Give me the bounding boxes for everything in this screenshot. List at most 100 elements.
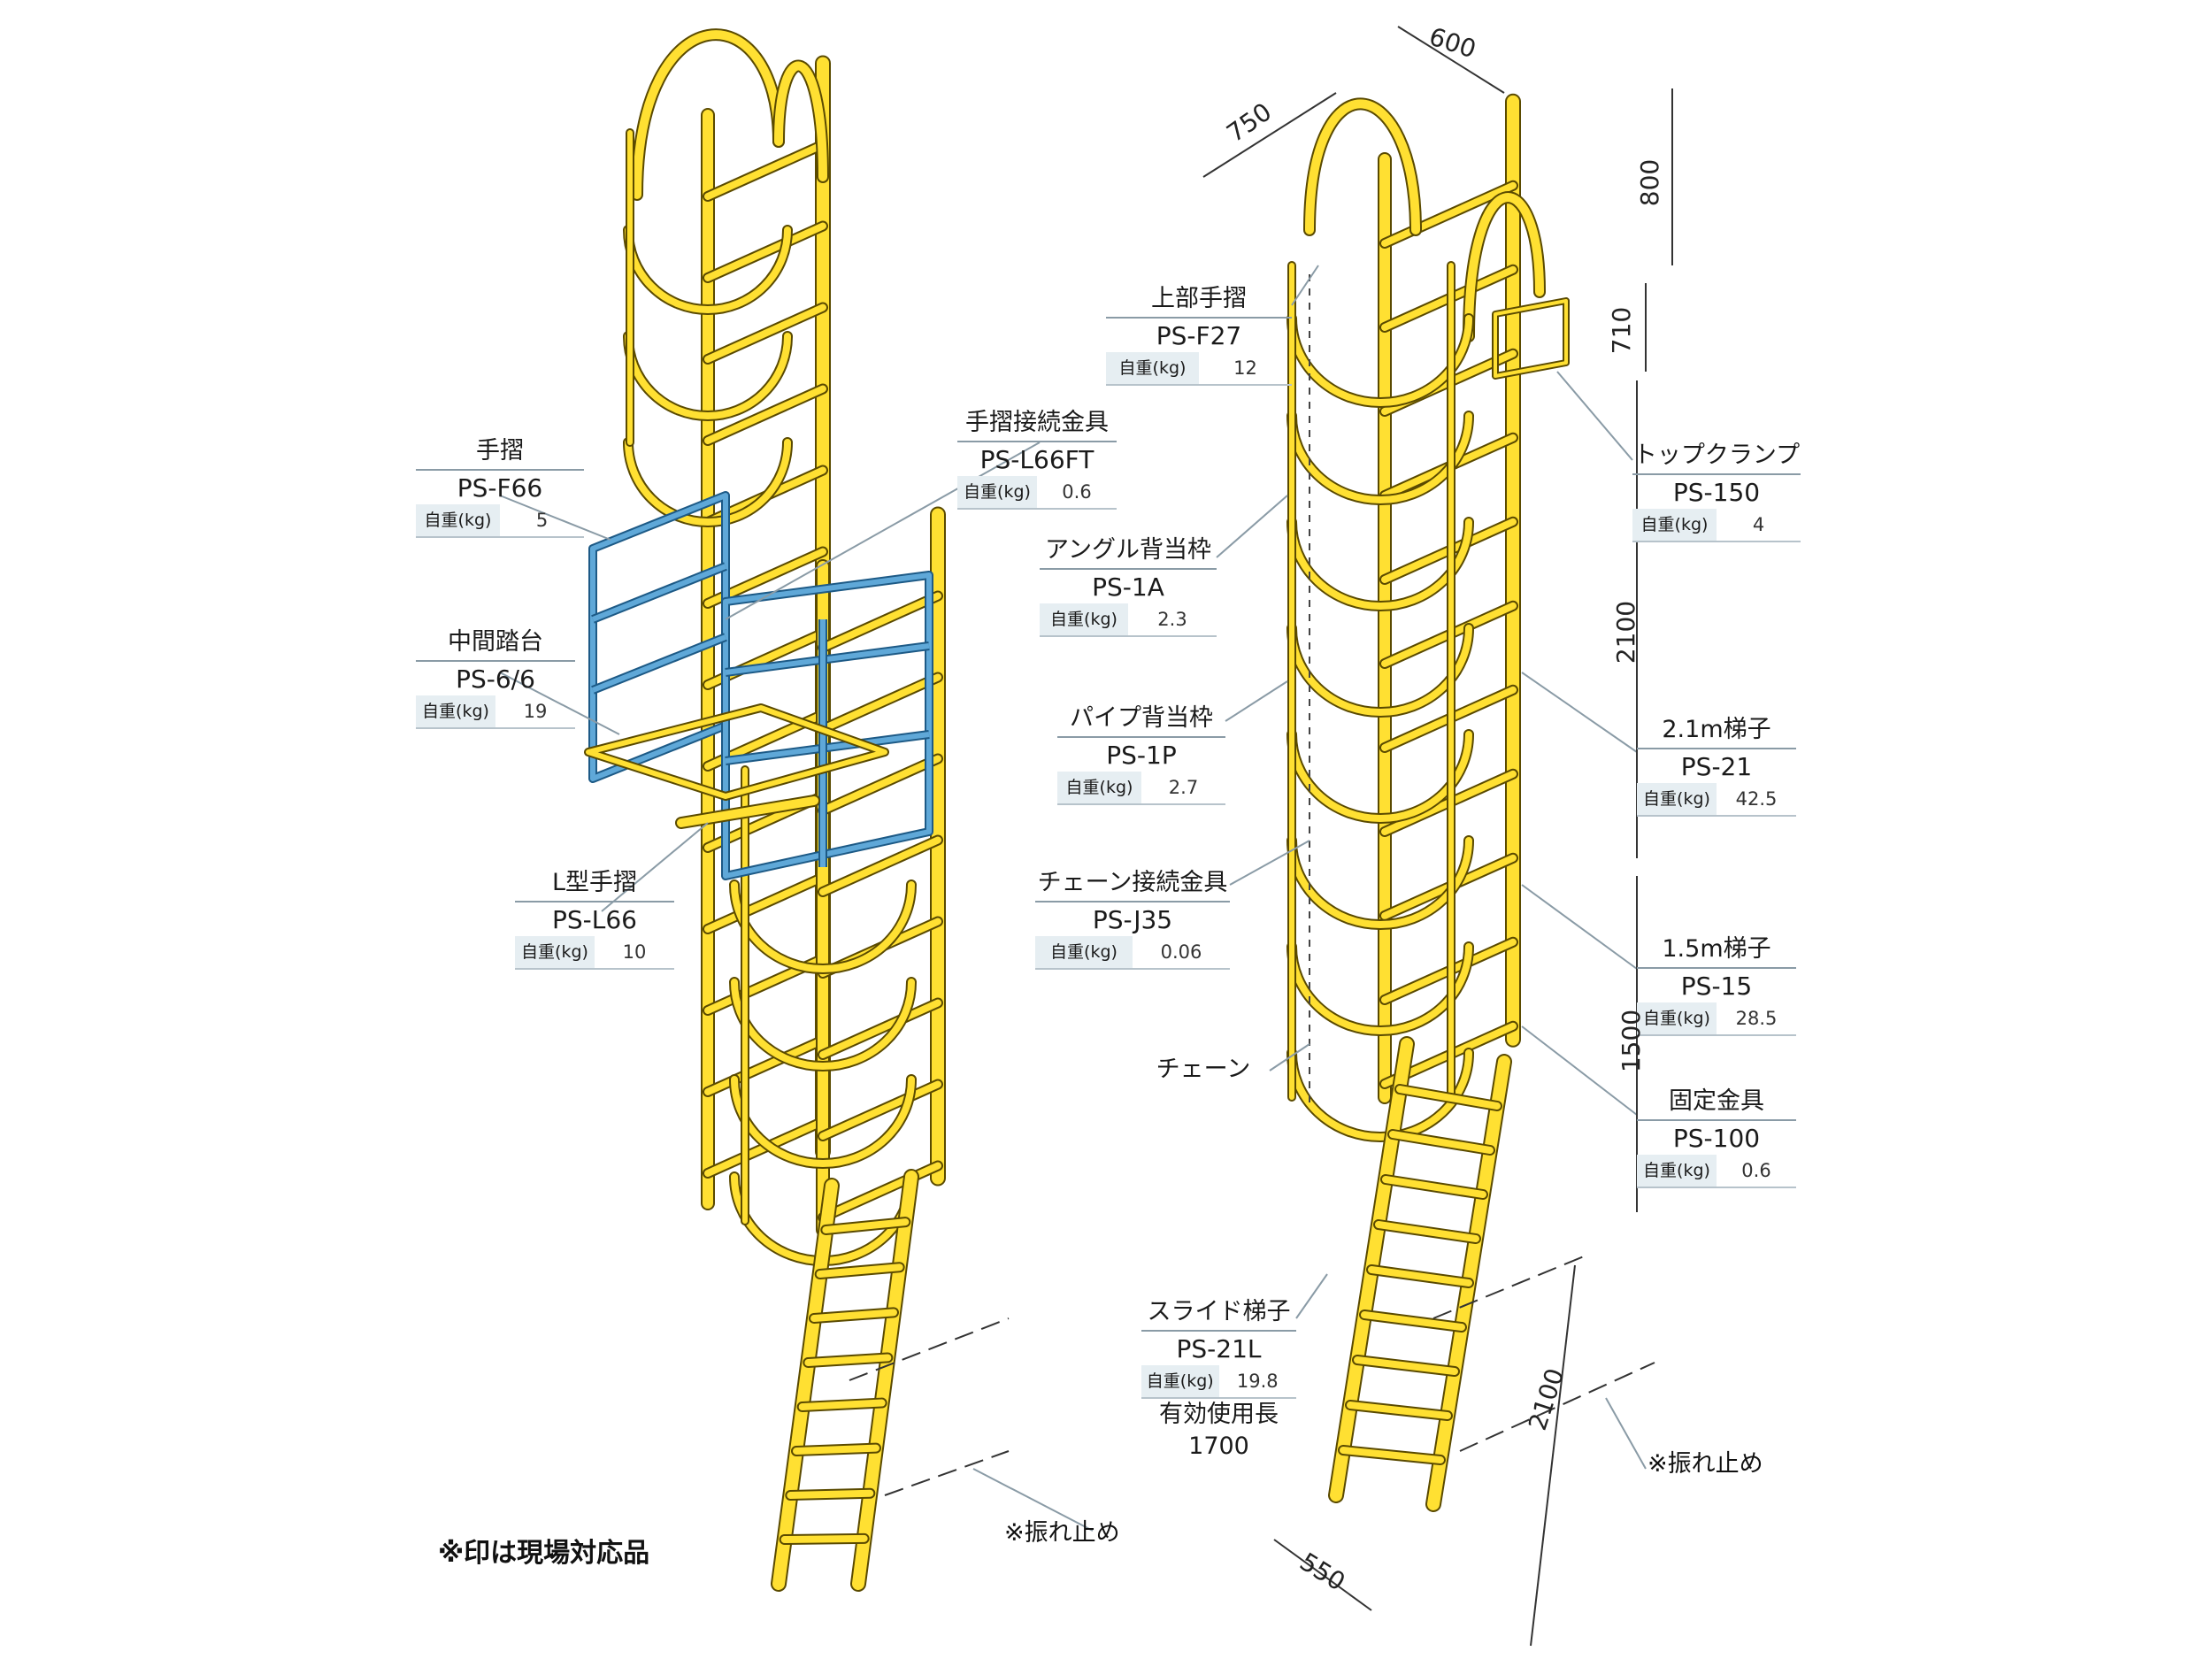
left-slide-ladder-rail-left bbox=[772, 1179, 838, 1590]
dimension-800: 800 bbox=[1635, 158, 1665, 207]
callout-code: PS-F66 bbox=[457, 473, 543, 503]
left-lower-ladder-rung bbox=[819, 999, 941, 1058]
callout-ladder-2-1m: 2.1m梯子 PS-21 自重(kg) 42.5 bbox=[1637, 714, 1796, 817]
callout-name: アングル背当枠 bbox=[1045, 536, 1211, 564]
effective-length-label: 有効使用長 bbox=[1159, 1401, 1279, 1428]
leader-fixing-bracket bbox=[1521, 1025, 1638, 1116]
callout-code: PS-F27 bbox=[1156, 321, 1242, 350]
weight-key: 自重(kg) bbox=[1637, 1002, 1717, 1034]
anti-sway-note-right: ※振れ止め bbox=[1647, 1450, 1763, 1478]
weight-key: 自重(kg) bbox=[515, 936, 595, 968]
right-fixed-ladder-rung bbox=[1381, 181, 1517, 247]
callout-name: 上部手摺 bbox=[1151, 285, 1247, 312]
left-top-handrail-right bbox=[774, 61, 827, 181]
weight-value: 5 bbox=[535, 510, 549, 531]
callout-name: L型手摺 bbox=[551, 869, 638, 896]
weight-key: 自重(kg) bbox=[416, 504, 500, 536]
dimension-710: 710 bbox=[1607, 306, 1637, 355]
callout-l-handrail: L型手摺 PS-L66 自重(kg)10 bbox=[515, 867, 674, 970]
left-upper-ladder-rung bbox=[704, 141, 826, 200]
right-slide-ladder-rung bbox=[1396, 1086, 1501, 1110]
callout-name: 固定金具 bbox=[1669, 1087, 1764, 1115]
callout-name: 1.5m梯子 bbox=[1662, 935, 1771, 963]
callout-code: PS-100 bbox=[1672, 1124, 1761, 1153]
right-hoop-3 bbox=[1288, 625, 1472, 716]
callout-top-handrail: 上部手摺 PS-F27 自重(kg) 12 bbox=[1106, 283, 1292, 386]
weight-value: 0.6 bbox=[1741, 1160, 1771, 1181]
callout-top-clamp: トップクランプ PS-150 自重(kg)4 bbox=[1632, 440, 1801, 542]
right-hoop-2 bbox=[1288, 518, 1472, 610]
callout-pipe-guard: パイプ背当枠 PS-1P 自重(kg)2.7 bbox=[1057, 703, 1225, 805]
left-upper-hoop-2 bbox=[625, 439, 791, 526]
leader-top-handrail bbox=[1291, 265, 1319, 306]
callout-name: チェーン接続金具 bbox=[1037, 869, 1228, 896]
leader-connector bbox=[725, 442, 1041, 620]
left-upper-ladder-rung bbox=[704, 1036, 826, 1095]
callout-name: 手摺接続金具 bbox=[965, 409, 1109, 436]
blue-handrail-rail-1 bbox=[591, 564, 727, 622]
callout-angle-guard: アングル背当枠 PS-1A 自重(kg)2.3 bbox=[1040, 534, 1217, 637]
callout-code: PS-1A bbox=[1092, 572, 1164, 602]
left-lower-ladder-rung bbox=[819, 836, 941, 895]
weight-value: 12 bbox=[1233, 357, 1257, 379]
left-upper-ladder-rung bbox=[704, 222, 826, 281]
callout-code: PS-21L bbox=[1176, 1334, 1262, 1363]
left-upper-ladder-rung bbox=[704, 385, 826, 444]
weight-key: 自重(kg) bbox=[1057, 772, 1141, 803]
leader-slide-ladder bbox=[1295, 1273, 1328, 1319]
blue-handrail-group bbox=[588, 491, 933, 880]
weight-value: 0.6 bbox=[1062, 481, 1092, 503]
callout-name: 2.1m梯子 bbox=[1662, 716, 1771, 743]
leader-angle-guard bbox=[1216, 495, 1288, 558]
right-hoop-6 bbox=[1288, 943, 1472, 1034]
blue-handrail-frame-front bbox=[723, 572, 932, 879]
right-hoop-4 bbox=[1288, 731, 1472, 822]
leader-chain-connector bbox=[1229, 840, 1310, 886]
left-lower-ladder-rung bbox=[819, 592, 941, 651]
right-hoop-5 bbox=[1288, 837, 1472, 928]
callout-code: PS-15 bbox=[1680, 972, 1753, 1001]
left-upper-hoop-1 bbox=[625, 333, 791, 419]
right-slide-ladder-rung bbox=[1382, 1176, 1486, 1198]
right-top-handrail-right bbox=[1464, 193, 1544, 341]
callout-code: PS-21 bbox=[1680, 752, 1753, 781]
right-top-handrail-left bbox=[1305, 99, 1420, 234]
callout-code: PS-L66FT bbox=[979, 445, 1094, 474]
dim-line-2100-lower bbox=[1530, 1264, 1576, 1647]
right-slide-ladder-rung bbox=[1340, 1447, 1444, 1463]
callout-code: PS-6/6 bbox=[456, 664, 535, 694]
right-top-handrail-left-outline bbox=[1303, 97, 1422, 236]
left-slide-ladder-rung bbox=[822, 1218, 910, 1233]
dimension-lines bbox=[1202, 26, 1673, 1647]
callout-chain-connector: チェーン接続金具 PS-J35 自重(kg)0.06 bbox=[1035, 867, 1230, 970]
weight-value: 2.7 bbox=[1168, 777, 1199, 798]
callout-chain: チェーン bbox=[1137, 1054, 1270, 1086]
leader-l-handrail bbox=[601, 822, 709, 912]
right-slide-ladder-rung bbox=[1354, 1356, 1458, 1375]
left-lower-ladder-rung bbox=[819, 1162, 941, 1221]
left-slide-ladder-rung bbox=[787, 1489, 874, 1499]
top-clamp-block bbox=[1494, 299, 1568, 378]
callout-leader-lines bbox=[499, 265, 1647, 1532]
weight-key: 自重(kg) bbox=[1106, 352, 1199, 384]
blue-handrail-rail-2 bbox=[591, 634, 727, 693]
right-hoop-1 bbox=[1288, 412, 1472, 503]
intermediate-platform-deck bbox=[586, 705, 887, 799]
weight-value: 4 bbox=[1752, 514, 1765, 535]
callout-slide-ladder: スライド梯子 PS-21L 自重(kg)19.8 有効使用長 1700 bbox=[1141, 1296, 1296, 1463]
dimension-1500: 1500 bbox=[1617, 1009, 1647, 1073]
weight-key: 自重(kg) bbox=[1637, 783, 1717, 815]
callout-code: PS-J35 bbox=[1092, 905, 1173, 934]
leader-platform bbox=[499, 672, 620, 735]
left-slide-ladder-rung bbox=[793, 1444, 879, 1455]
callout-handrail-connector: 手摺接続金具 PS-L66FT 自重(kg) 0.6 bbox=[957, 407, 1117, 510]
leader-pipe-guard bbox=[1225, 680, 1288, 722]
platform-support-arm bbox=[677, 796, 818, 827]
right-hoop-0 bbox=[1288, 315, 1472, 406]
weight-key: 自重(kg) bbox=[1035, 936, 1133, 968]
left-slide-ladder-rung bbox=[804, 1354, 892, 1366]
weight-key: 自重(kg) bbox=[957, 476, 1037, 508]
weight-key: 自重(kg) bbox=[1141, 1365, 1219, 1397]
weight-value: 42.5 bbox=[1735, 788, 1778, 810]
left-upper-ladder-rung bbox=[704, 303, 826, 363]
